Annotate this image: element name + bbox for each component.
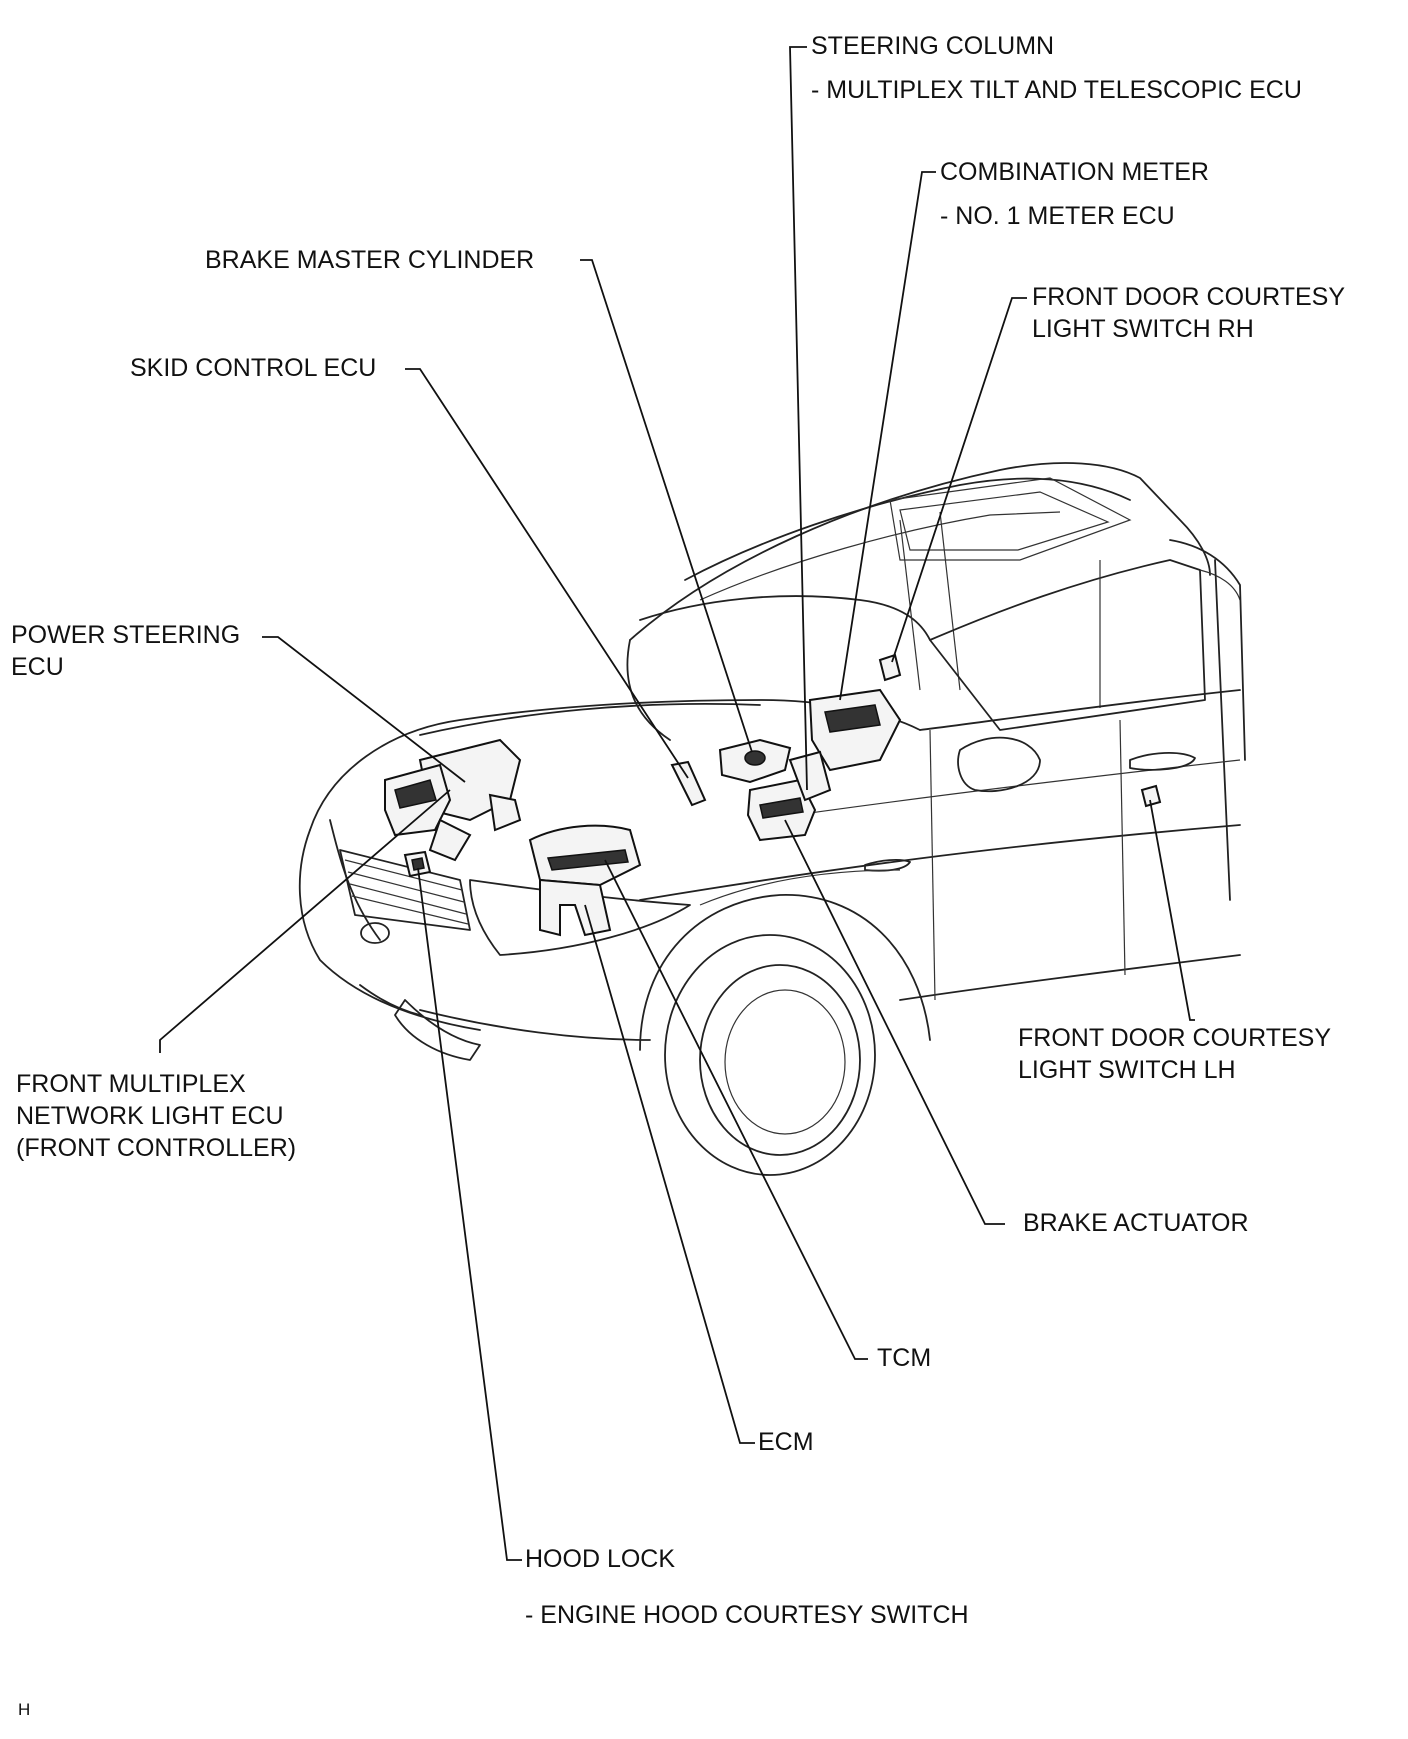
label-hood-lock: HOOD LOCK xyxy=(525,1545,676,1573)
label-front-door-rh-line2: LIGHT SWITCH RH xyxy=(1032,315,1254,343)
door-switch-rh-part xyxy=(878,653,902,682)
label-steering-column: STEERING COLUMN xyxy=(811,32,1055,60)
label-tcm: TCM xyxy=(877,1344,932,1372)
ecm-tcm-part xyxy=(528,824,642,937)
label-front-door-lh-line1: FRONT DOOR COURTESY xyxy=(1018,1024,1331,1052)
skid-control-part xyxy=(670,760,707,807)
door-switch-lh-part xyxy=(1140,784,1162,808)
label-power-steering-line2: ECU xyxy=(11,653,64,681)
sublabel-multiplex-tilt-ecu: - MULTIPLEX TILT AND TELESCOPIC ECU xyxy=(811,76,1302,104)
label-brake-master-cylinder: BRAKE MASTER CYLINDER xyxy=(205,246,535,274)
label-front-multiplex-line2: NETWORK LIGHT ECU xyxy=(16,1102,284,1130)
brake-master-cylinder-part xyxy=(718,738,792,784)
figure-footer-mark: H xyxy=(18,1700,31,1719)
sublabel-engine-hood-courtesy-switch: - ENGINE HOOD COURTESY SWITCH xyxy=(525,1601,969,1629)
leader-lines xyxy=(159,46,1195,1561)
car-body xyxy=(298,462,1246,1176)
label-power-steering-line1: POWER STEERING xyxy=(11,621,241,649)
label-brake-actuator: BRAKE ACTUATOR xyxy=(1023,1209,1249,1237)
label-skid-control-ecu: SKID CONTROL ECU xyxy=(130,354,377,382)
label-front-door-rh-line1: FRONT DOOR COURTESY xyxy=(1032,283,1345,311)
hood-lock-part xyxy=(403,850,432,878)
steering-column-part xyxy=(788,688,902,802)
label-combination-meter: COMBINATION METER xyxy=(940,158,1209,186)
component-parts xyxy=(384,653,1162,937)
label-front-multiplex-line1: FRONT MULTIPLEX xyxy=(16,1070,246,1098)
label-front-door-lh-line2: LIGHT SWITCH LH xyxy=(1018,1056,1236,1084)
label-ecm: ECM xyxy=(758,1428,814,1456)
sublabel-meter-ecu: - NO. 1 METER ECU xyxy=(940,202,1175,230)
front-controller-part xyxy=(384,738,522,862)
label-front-multiplex-line3: (FRONT CONTROLLER) xyxy=(16,1134,297,1162)
